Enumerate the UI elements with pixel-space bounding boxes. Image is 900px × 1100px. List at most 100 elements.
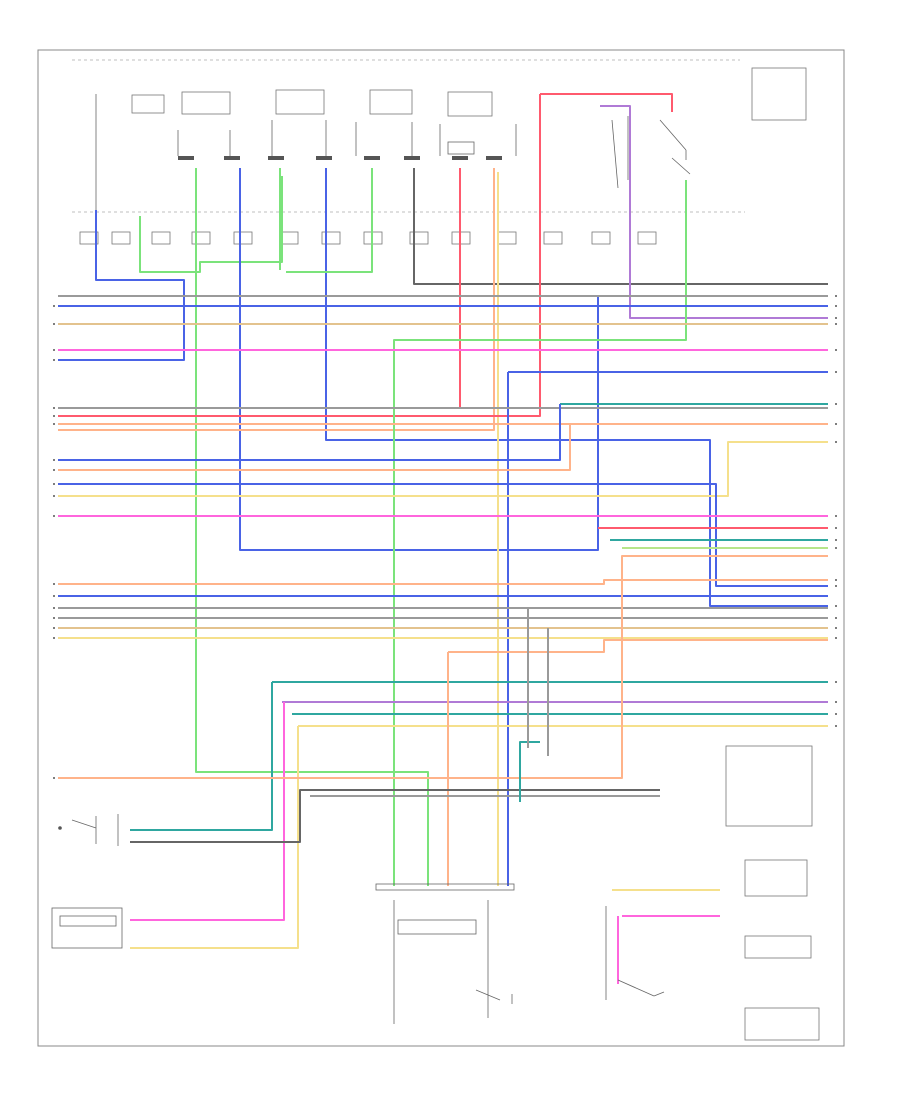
wire-red-8 [58, 168, 461, 409]
right-pin-2 [835, 317, 837, 319]
mid-pin-label-2 [151, 231, 171, 245]
right-pin-17 [835, 627, 837, 629]
right-pin-4 [835, 349, 837, 351]
module-brackets [95, 94, 691, 210]
lower-right-switch [605, 906, 665, 1000]
mid-pin-label-12 [591, 231, 611, 245]
fuse-element [611, 116, 629, 189]
right-pin-16 [835, 617, 837, 619]
right-pin-10 [835, 527, 837, 529]
wire-teal-43 [130, 682, 273, 831]
lower-left-sensor-box [51, 907, 123, 949]
top-pin-1 [224, 156, 240, 160]
right-pin-6 [835, 403, 837, 405]
component-label-2 [181, 91, 231, 115]
bottom-components [51, 745, 820, 1041]
wire-green-1 [139, 176, 283, 273]
left-pin-2 [53, 349, 55, 351]
left-pin-5 [53, 415, 55, 417]
wire-dark_gray-7 [413, 168, 828, 285]
right-pin-8 [835, 441, 837, 443]
left-pin-13 [53, 595, 55, 597]
right-pin-18 [835, 637, 837, 639]
wire-green-6 [286, 168, 373, 273]
module-pin-labels [79, 231, 657, 245]
mid-pin-label-6 [321, 231, 341, 245]
wire-red-11 [540, 93, 673, 112]
mid-pin-label-1 [111, 231, 131, 245]
wire-red-12 [58, 94, 541, 417]
mid-pin-label-13 [637, 231, 657, 245]
lower-right-label-2 [744, 935, 812, 959]
component-label-3 [275, 89, 325, 115]
left-connector-pins [53, 305, 55, 779]
mid-pin-label-10 [497, 231, 517, 245]
mid-pin-label-8 [409, 231, 429, 245]
right-pin-12 [835, 547, 837, 549]
switch-element [659, 119, 691, 175]
wire-blue-27 [58, 483, 828, 587]
right-pin-1 [835, 305, 837, 307]
right-pin-21 [835, 713, 837, 715]
legend-block [725, 745, 813, 827]
wire-blue-0 [58, 210, 185, 361]
right-pin-15 [835, 605, 837, 607]
wire-orange-26 [58, 424, 571, 471]
top-pin-0 [178, 156, 194, 160]
left-pin-3 [53, 359, 55, 361]
wire-orange-45 [448, 639, 828, 653]
component-label-4 [369, 89, 413, 115]
diagram-frame [37, 49, 845, 1047]
left-pin-12 [53, 583, 55, 585]
top-pin-2 [268, 156, 284, 160]
left-pin-17 [53, 637, 55, 639]
left-pin-10 [53, 495, 55, 497]
lower-left-sensor-inner [59, 915, 117, 927]
left-pin-6 [53, 423, 55, 425]
bottom-connector-block [375, 883, 515, 891]
wire-teal-49 [519, 741, 540, 802]
right-pin-7 [835, 423, 837, 425]
right-pin-22 [835, 725, 837, 727]
right-pin-11 [835, 539, 837, 541]
top-pin-7 [486, 156, 502, 160]
module-inner-box [447, 141, 475, 155]
left-pin-18 [53, 777, 55, 779]
component-label-1 [131, 94, 165, 114]
right-pin-9 [835, 515, 837, 517]
top-pin-5 [404, 156, 420, 160]
left-pin-9 [53, 483, 55, 485]
left-pin-1 [53, 323, 55, 325]
wire-harness [58, 93, 828, 984]
component-label-top-right [751, 67, 807, 121]
wire-dark_gray-47 [130, 789, 660, 843]
left-pin-4 [53, 407, 55, 409]
left-pin-0 [53, 305, 55, 307]
wire-orange-9 [58, 168, 495, 431]
top-pin-4 [364, 156, 380, 160]
wire-orange-44 [58, 555, 828, 779]
wire-green-14 [393, 180, 687, 886]
mid-pin-label-11 [543, 231, 563, 245]
right-pin-19 [835, 681, 837, 683]
left-switch-symbol [71, 814, 119, 846]
mid-pin-label-3 [191, 231, 211, 245]
mid-pin-label-4 [233, 231, 253, 245]
wire-yellow-24 [58, 441, 828, 497]
left-pin-11 [53, 515, 55, 517]
left-pin-15 [53, 617, 55, 619]
left-pin-7 [53, 459, 55, 461]
component-label-5 [447, 91, 493, 117]
wire-yellow-41 [130, 725, 828, 949]
lower-right-label-3 [744, 1007, 820, 1041]
right-connector-pins [835, 295, 837, 727]
top-pin-6 [452, 156, 468, 160]
right-pin-0 [835, 295, 837, 297]
lower-right-label-1 [744, 859, 808, 897]
left-pin-14 [53, 607, 55, 609]
right-pin-13 [835, 579, 837, 581]
top-connector-pins [178, 156, 502, 160]
bottom-module-leads [393, 900, 513, 1024]
left-pin-16 [53, 627, 55, 629]
